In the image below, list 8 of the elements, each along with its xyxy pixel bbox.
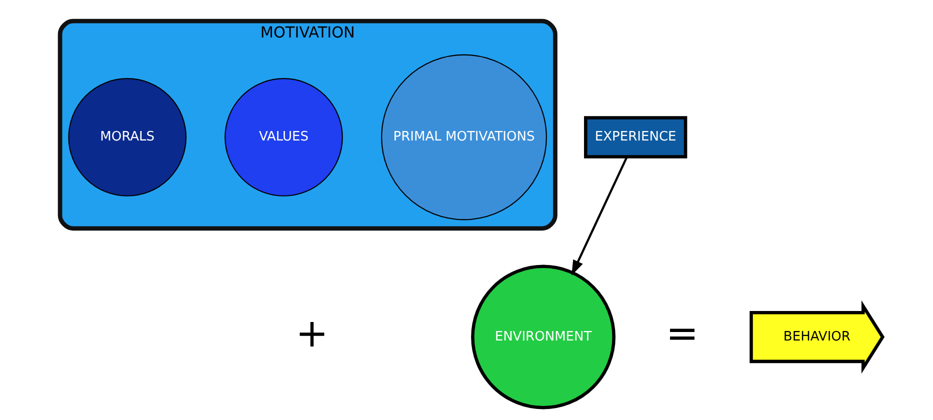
node-circle: MORALS <box>68 78 186 196</box>
node-circle: VALUES <box>224 78 342 196</box>
arrow <box>571 156 628 276</box>
node-box: EXPERIENCE <box>584 116 687 158</box>
node-circle: ENVIRONMENT <box>470 264 615 410</box>
node-circle: PRIMAL MOTIVATIONS <box>380 54 546 220</box>
label: + <box>295 312 328 357</box>
label: = <box>665 312 698 357</box>
